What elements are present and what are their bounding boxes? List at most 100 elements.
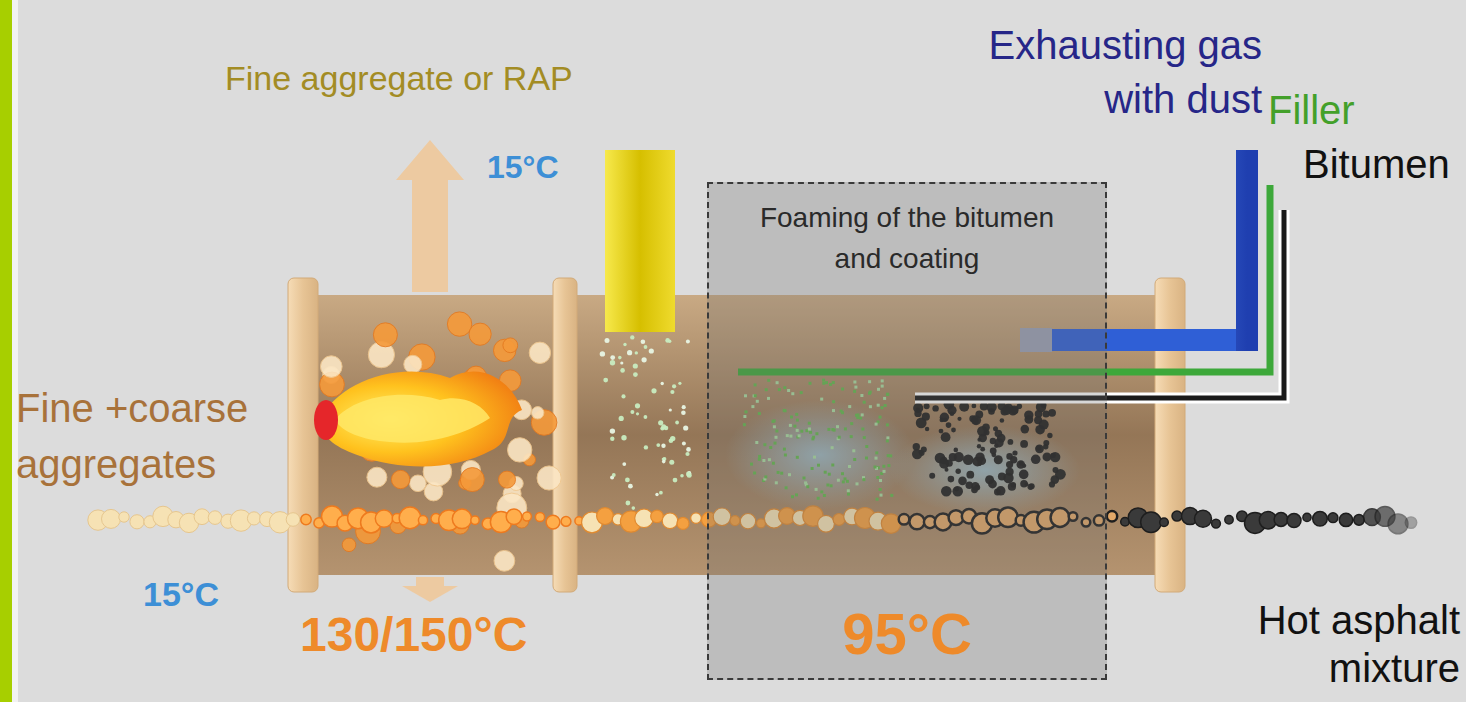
fine-particle bbox=[625, 478, 630, 483]
zone-temperature: 95°C bbox=[842, 601, 972, 668]
hot-aggregate bbox=[367, 467, 387, 487]
hot-aggregate bbox=[537, 466, 561, 490]
asphalt-mixture bbox=[1328, 513, 1338, 523]
feed-hopper bbox=[605, 150, 675, 332]
fine-particle bbox=[635, 403, 640, 408]
fine-particle bbox=[659, 491, 663, 495]
hot-aggregate bbox=[532, 407, 544, 419]
fine-particle bbox=[610, 355, 615, 360]
asphalt-mixture bbox=[1405, 517, 1416, 528]
hot-aggregate bbox=[471, 516, 479, 524]
fine-particle bbox=[670, 390, 674, 394]
hot-aggregate bbox=[321, 356, 343, 378]
fine-particle bbox=[675, 421, 679, 425]
fine-particle bbox=[610, 360, 615, 365]
asphalt-mixture bbox=[1195, 510, 1212, 527]
fine-particle bbox=[633, 372, 638, 377]
hot-aggregate bbox=[561, 517, 571, 527]
fine-particle bbox=[658, 420, 663, 425]
fine-particle bbox=[685, 452, 689, 456]
cold-aggregate bbox=[247, 512, 260, 525]
fine-particle bbox=[678, 382, 681, 385]
fine-particle bbox=[656, 443, 660, 447]
fine-particle bbox=[623, 343, 626, 346]
hot-aggregate bbox=[399, 507, 421, 529]
fine-particle bbox=[620, 361, 623, 364]
asphalt-mixture bbox=[1160, 518, 1169, 527]
process-zone-box: Foaming of the bitumen and coating95°C bbox=[707, 182, 1107, 680]
annotation-label: Filler bbox=[1268, 86, 1355, 134]
fine-particle bbox=[686, 340, 690, 344]
fine-particle bbox=[621, 394, 625, 398]
hot-aggregate bbox=[597, 508, 614, 525]
fine-particle bbox=[686, 472, 691, 477]
fine-particle bbox=[632, 506, 636, 510]
fine-particle bbox=[661, 444, 665, 448]
fine-particle bbox=[651, 388, 656, 393]
cold-aggregate bbox=[130, 515, 144, 529]
cold-aggregate bbox=[286, 513, 300, 527]
asphalt-mixture bbox=[1313, 512, 1328, 527]
drum-ring bbox=[1155, 278, 1185, 592]
hot-aggregate bbox=[391, 470, 409, 488]
hot-aggregate bbox=[447, 312, 471, 336]
hot-aggregate bbox=[460, 468, 484, 492]
annotation-label: 15°C bbox=[487, 148, 559, 186]
hot-aggregate bbox=[469, 323, 491, 345]
fine-particle bbox=[612, 473, 616, 477]
fine-particle bbox=[610, 428, 615, 433]
cold-aggregate bbox=[119, 512, 129, 522]
hot-aggregate bbox=[662, 513, 678, 529]
fine-particle bbox=[600, 351, 605, 356]
hot-aggregate bbox=[494, 550, 515, 571]
fine-particle bbox=[642, 357, 647, 362]
fine-particle bbox=[672, 384, 676, 388]
hot-aggregate bbox=[535, 512, 544, 521]
hot-aggregate bbox=[404, 355, 422, 373]
asphalt-mixture bbox=[1141, 512, 1162, 533]
asphalt-mixture bbox=[1225, 516, 1233, 524]
asphalt-mixture bbox=[1354, 515, 1365, 526]
fine-particle bbox=[605, 338, 610, 343]
asphalt-mixture bbox=[1172, 511, 1182, 521]
hot-aggregate bbox=[499, 471, 516, 488]
hot-aggregate bbox=[373, 323, 397, 347]
hot-aggregate bbox=[503, 338, 518, 353]
side-bar-light bbox=[12, 0, 18, 702]
fine-particle bbox=[669, 460, 674, 465]
fine-particle bbox=[682, 405, 686, 409]
annotation-label: Fine +coarse aggregates bbox=[16, 380, 271, 492]
fine-particle bbox=[630, 335, 634, 339]
asphalt-mixture bbox=[1212, 519, 1221, 528]
coated-aggregate bbox=[1107, 511, 1117, 521]
fine-particle bbox=[655, 493, 658, 496]
fine-particle bbox=[670, 436, 675, 441]
fine-particle bbox=[628, 484, 633, 489]
fine-particle bbox=[622, 462, 626, 466]
hot-aggregate bbox=[546, 515, 560, 529]
hot-aggregate bbox=[523, 512, 532, 521]
fine-particle bbox=[626, 501, 631, 506]
hot-aggregate bbox=[529, 342, 550, 363]
hot-aggregate bbox=[410, 475, 427, 492]
heat-arrow-up bbox=[396, 140, 464, 292]
fine-particle bbox=[673, 478, 678, 483]
fine-particle bbox=[620, 368, 625, 373]
fine-particle bbox=[662, 460, 666, 464]
fine-particle bbox=[618, 356, 622, 360]
fine-particle bbox=[682, 442, 686, 446]
hot-aggregate bbox=[677, 517, 689, 529]
cold-aggregate bbox=[102, 509, 121, 528]
fine-particle bbox=[644, 345, 648, 349]
hot-aggregate bbox=[508, 438, 532, 462]
annotation-label: Hot asphalt mixture bbox=[1220, 596, 1460, 692]
fine-particle bbox=[603, 378, 608, 383]
drum-ring bbox=[288, 278, 318, 592]
fine-particle bbox=[660, 426, 664, 430]
fine-particle bbox=[635, 351, 638, 354]
fine-particle bbox=[644, 445, 648, 449]
burner-nozzle-flame bbox=[314, 400, 338, 440]
fine-particle bbox=[669, 408, 672, 411]
fine-particle bbox=[680, 474, 684, 478]
